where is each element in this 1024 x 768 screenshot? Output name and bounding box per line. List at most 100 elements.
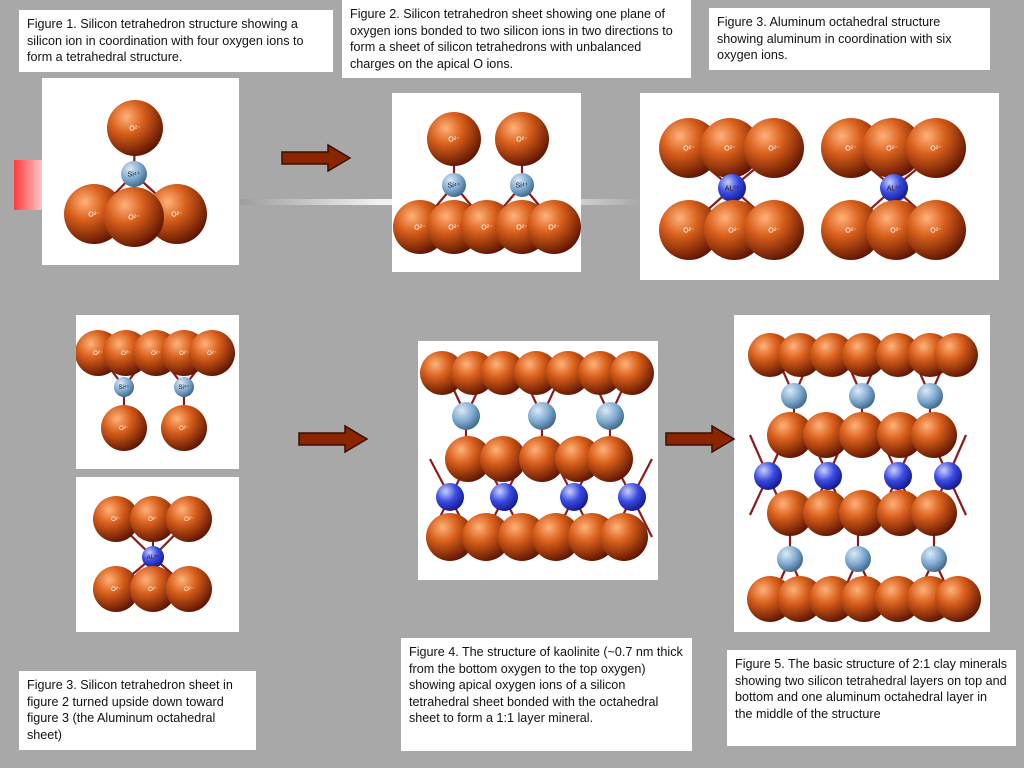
silicon-ion: Si⁴⁺ (442, 173, 466, 197)
oxygen-ion (546, 351, 590, 395)
oxygen-ion: O²⁻ (821, 118, 881, 178)
figure-flipped-silicon-sheet: O²⁻O²⁻O²⁻O²⁻O²⁻Si⁴⁺Si⁴⁺O²⁻O²⁻ (76, 315, 239, 469)
figure-1-silicon-tetrahedron: O²⁻Si⁴⁺O²⁻O²⁻O²⁻ (42, 78, 239, 265)
caption-figure-2: Figure 2. Silicon tetrahedron sheet show… (342, 0, 691, 78)
oxygen-ion: O²⁻ (906, 200, 966, 260)
oxygen-ion (809, 576, 855, 622)
small-octahedron-diagram: O²⁻O²⁻O²⁻AL³⁺O²⁻O²⁻O²⁻ (93, 496, 212, 612)
oxygen-ion-label: O²⁻ (886, 145, 898, 152)
oxygen-ion: O²⁻ (130, 496, 176, 542)
oxygen-ion-label: O²⁻ (548, 224, 560, 231)
silicon-ion-label: Si⁴⁺ (128, 171, 141, 178)
oxygen-ion (803, 490, 849, 536)
oxygen-ion (803, 412, 849, 458)
oxygen-ion-label: O²⁻ (179, 351, 189, 357)
aluminum-ion (814, 462, 842, 490)
oxygen-ion-label: O²⁻ (516, 224, 528, 231)
oxygen-ion (839, 490, 885, 536)
silicon-ion-label: Si⁴⁺ (448, 182, 461, 189)
oxygen-ion-label: O²⁻ (448, 136, 460, 143)
figure-3-diagram: O²⁻O²⁻O²⁻AL³⁺O²⁻O²⁻O²⁻O²⁻O²⁻O²⁻AL³⁺O²⁻O²… (659, 118, 966, 260)
oxygen-ion (514, 351, 558, 395)
oxygen-ion (841, 576, 887, 622)
oxygen-ion: O²⁻ (495, 112, 549, 166)
oxygen-ion (778, 333, 822, 377)
oxygen-ion-label: O²⁻ (148, 517, 158, 523)
oxygen-ion: O²⁻ (166, 566, 212, 612)
oxygen-ion (462, 513, 510, 561)
figure-5-2to1-clay (734, 315, 990, 632)
silicon-ion (921, 546, 947, 572)
figure-aluminum-octahedron-small: O²⁻O²⁻O²⁻AL³⁺O²⁻O²⁻O²⁻ (76, 477, 239, 632)
oxygen-ion-label: O²⁻ (930, 227, 942, 234)
oxygen-ion (532, 513, 580, 561)
oxygen-ion (610, 351, 654, 395)
silicon-ion (849, 383, 875, 409)
oxygen-ion (911, 490, 957, 536)
right-arrow-icon (281, 143, 352, 173)
oxygen-ion-label: O²⁻ (111, 517, 121, 523)
oxygen-ion (481, 351, 525, 395)
silicon-ion: Si⁴⁺ (510, 173, 534, 197)
oxygen-ion-label: O²⁻ (93, 351, 103, 357)
aluminum-ion (618, 483, 646, 511)
oxygen-ion (935, 576, 981, 622)
oxygen-ion-label: O²⁻ (930, 145, 942, 152)
aluminum-ion (934, 462, 962, 490)
oxygen-ion: O²⁻ (107, 100, 163, 156)
oxygen-ion (876, 333, 920, 377)
oxygen-ion: O²⁻ (101, 405, 147, 451)
silicon-ion-label: Si⁴⁺ (178, 384, 189, 391)
oxygen-ion: O²⁻ (93, 566, 139, 612)
figure-2-diagram: O²⁻O²⁻Si⁴⁺Si⁴⁺O²⁻O²⁻O²⁻O²⁻O²⁻ (393, 112, 581, 254)
silicon-ion (528, 402, 556, 430)
silicon-ion (845, 546, 871, 572)
oxygen-ion-label: O²⁻ (184, 587, 194, 593)
oxygen-ion: O²⁻ (147, 184, 207, 244)
figure-5-diagram (747, 333, 981, 622)
oxygen-ion-label: O²⁻ (724, 145, 736, 152)
oxygen-ion-label: O²⁻ (128, 214, 140, 221)
oxygen-ion (911, 412, 957, 458)
oxygen-ion: O²⁻ (659, 118, 719, 178)
aluminum-ion-label: AL³⁺ (147, 554, 160, 561)
aluminum-ion (490, 483, 518, 511)
oxygen-ion (839, 412, 885, 458)
aluminum-ion-label: AL³⁺ (725, 185, 740, 192)
silicon-ion (596, 402, 624, 430)
oxygen-ion (519, 436, 565, 482)
oxygen-ion-label: O²⁻ (414, 224, 426, 231)
oxygen-ion (480, 436, 526, 482)
oxygen-ion: O²⁻ (862, 118, 922, 178)
oxygen-ion: O²⁻ (659, 200, 719, 260)
silicon-ion-label: Si⁴⁺ (118, 384, 129, 391)
oxygen-ion (555, 436, 601, 482)
oxygen-ion-label: O²⁻ (171, 211, 183, 218)
oxygen-ion (875, 576, 921, 622)
aluminum-ion-label: AL³⁺ (887, 185, 902, 192)
oxygen-ion-label: O²⁻ (448, 224, 460, 231)
caption-figure-5: Figure 5. The basic structure of 2:1 cla… (727, 650, 1016, 746)
oxygen-ion-label: O²⁻ (845, 145, 857, 152)
oxygen-ion (420, 351, 464, 395)
caption-figure-3: Figure 3. Aluminum octahedral structure … (709, 8, 990, 70)
oxygen-ion: O²⁻ (189, 330, 235, 376)
oxygen-ion-label: O²⁻ (129, 125, 141, 132)
oxygen-ion-label: O²⁻ (516, 136, 528, 143)
figure-4-kaolinite (418, 341, 658, 580)
oxygen-ion: O²⁻ (427, 112, 481, 166)
oxygen-ion: O²⁻ (906, 118, 966, 178)
oxygen-ion-label: O²⁻ (768, 227, 780, 234)
silicon-ion: Si⁴⁺ (121, 161, 147, 187)
oxygen-ion (842, 333, 886, 377)
oxygen-ion (877, 490, 923, 536)
oxygen-ion: O²⁻ (104, 187, 164, 247)
oxygen-ion (934, 333, 978, 377)
decorative-red-accent (14, 160, 42, 210)
oxygen-ion (587, 436, 633, 482)
oxygen-ion: O²⁻ (744, 200, 804, 260)
oxygen-ion-label: O²⁻ (148, 587, 158, 593)
oxygen-ion-label: O²⁻ (890, 227, 902, 234)
oxygen-ion-label: O²⁻ (179, 426, 189, 432)
caption-figure-4: Figure 4. The structure of kaolinite (~0… (401, 638, 692, 751)
